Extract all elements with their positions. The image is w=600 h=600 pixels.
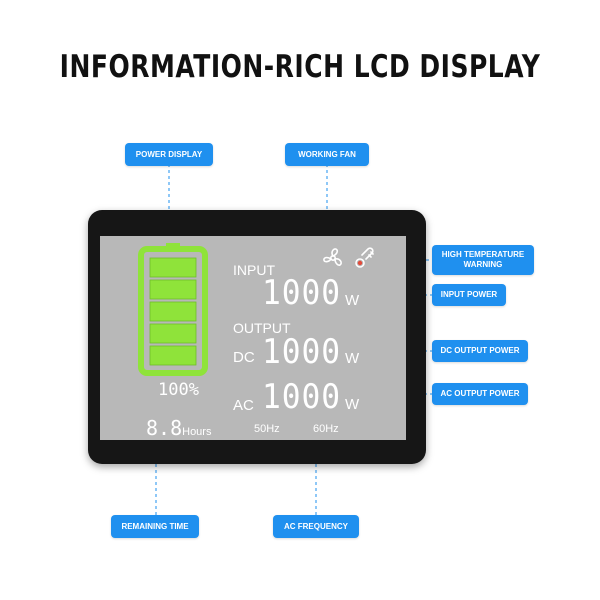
input-value: 1000 [262, 273, 342, 313]
battery-bar [149, 257, 197, 278]
dc-label: DC [233, 349, 255, 366]
ac-label: AC [233, 397, 254, 414]
remaining-time-unit: Hours [182, 426, 212, 438]
callout-remaining-time-label: REMAINING TIME [121, 521, 189, 531]
battery-bar [149, 323, 197, 344]
ac-unit: W [345, 396, 360, 413]
battery-bars [149, 257, 197, 366]
ac-value: 1000 [262, 377, 342, 417]
frequency-50hz: 50Hz [254, 423, 280, 435]
callout-input-power: INPUT POWER [432, 284, 506, 306]
battery-percent: 100% [158, 380, 199, 400]
dc-value: 1000 [262, 332, 342, 372]
dc-unit: W [345, 350, 360, 367]
callout-ac-frequency: AC FREQUENCY [273, 515, 359, 538]
page-headline: INFORMATION-RICH LCD DISPLAY [59, 48, 541, 85]
input-unit: W [345, 292, 360, 309]
callout-power-display-label: POWER DISPLAY [135, 149, 203, 159]
remaining-time-value: 8.8Hours [146, 416, 211, 440]
callout-high-temp-line2: WARNING [463, 260, 503, 269]
remaining-time-number: 8.8 [146, 416, 183, 440]
battery-bar [149, 301, 197, 322]
battery-bar [149, 345, 197, 366]
callout-input-power-label: INPUT POWER [440, 290, 498, 299]
output-label: OUTPUT [233, 320, 291, 336]
callout-ac-output-power: AC OUTPUT POWER [432, 383, 528, 405]
callout-working-fan: WORKING FAN [285, 143, 369, 166]
callout-working-fan-label: WORKING FAN [298, 149, 356, 159]
callout-dc-output-power: DC OUTPUT POWER [432, 340, 528, 362]
callout-dc-output-label: DC OUTPUT POWER [440, 346, 520, 355]
frequency-60hz: 60Hz [313, 423, 339, 435]
callout-power-display: POWER DISPLAY [125, 143, 213, 166]
callout-high-temperature-warning: HIGH TEMPERATURE WARNING [432, 245, 534, 275]
callout-remaining-time: REMAINING TIME [111, 515, 199, 538]
battery-bar [149, 279, 197, 300]
input-label: INPUT [233, 262, 275, 278]
callout-high-temp-line1: HIGH TEMPERATURE [441, 250, 525, 259]
callout-ac-output-label: AC OUTPUT POWER [440, 389, 520, 398]
callout-ac-frequency-label: AC FREQUENCY [283, 521, 348, 531]
